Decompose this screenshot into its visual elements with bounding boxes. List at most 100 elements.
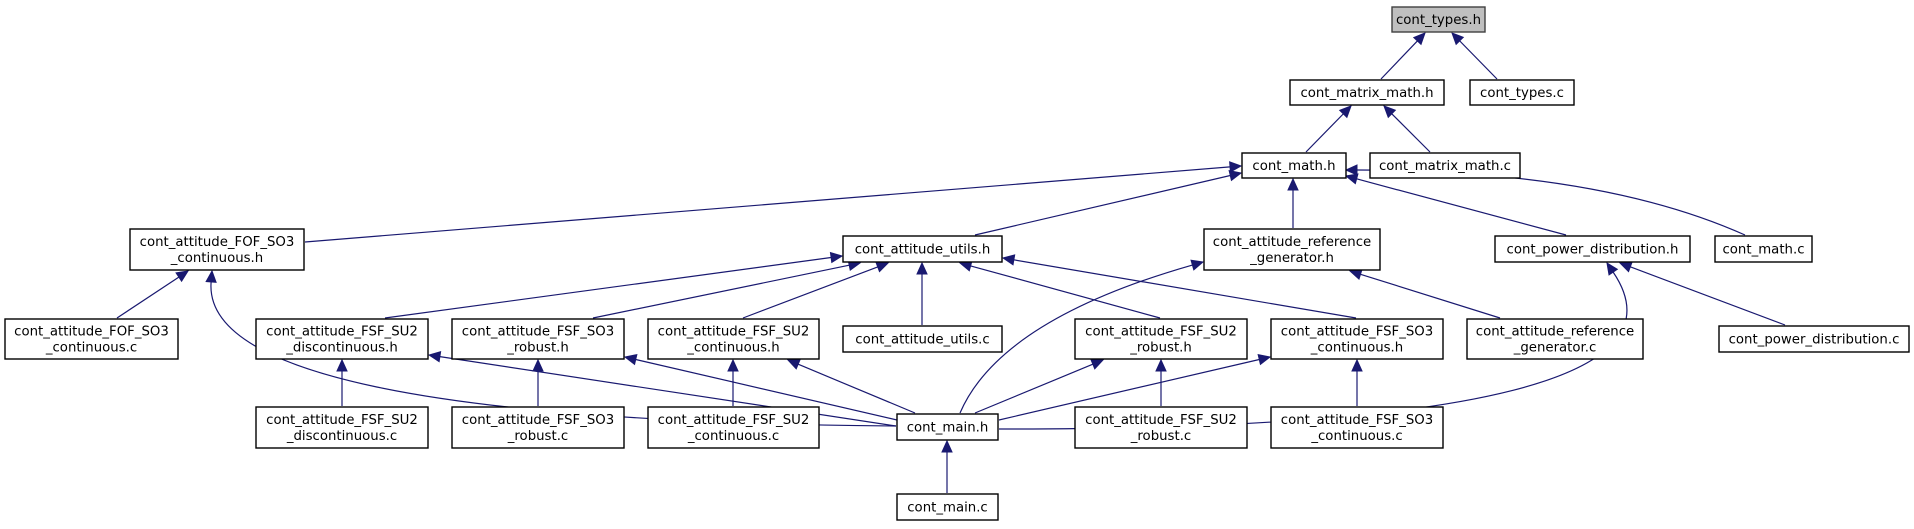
node-fsf-su2-cont-h[interactable]: cont_attitude_FSF_SU2_continuous.h [647, 318, 820, 360]
edge-cont_types_h-to-cont_types_c [1451, 32, 1498, 80]
node-fsf-su2-disc-h[interactable]: cont_attitude_FSF_SU2_discontinuous.h [255, 318, 429, 360]
node-label: cont_types.h [1396, 13, 1481, 28]
edge-line [1391, 113, 1431, 153]
node-label: cont_power_distribution.h [1507, 243, 1679, 258]
node-box[interactable] [1270, 406, 1444, 449]
edge-arrowhead [1090, 359, 1105, 370]
edge-arrowhead [175, 270, 190, 283]
edge-fof_so3_cont_h-to-fof_so3_cont_c [116, 270, 190, 319]
edge-line [439, 356, 897, 427]
node-cont-main-c[interactable]: cont_main.c [896, 493, 999, 521]
node-label: cont_main.h [907, 421, 989, 436]
node-label: cont_attitude_utils.h [855, 243, 991, 258]
node-fof-so3-cont-h[interactable]: cont_attitude_FOF_SO3_continuous.h [129, 228, 305, 271]
node-box[interactable] [842, 325, 1003, 353]
edge-line [797, 363, 916, 414]
node-cont-math-c[interactable]: cont_math.c [1714, 235, 1813, 263]
node-fsf-su2-rob-c[interactable]: cont_attitude_FSF_SU2_robust.c [1074, 406, 1248, 449]
node-label: cont_attitude_FSF_SU2 [266, 325, 418, 340]
edge-arrowhead [336, 358, 348, 372]
node-cont-types-h[interactable]: cont_types.h [1391, 6, 1486, 33]
edge-line [1013, 259, 1357, 319]
node-label: _continuous.c [687, 429, 779, 444]
edge-attitude_utils_h-to-fsf_so3_cont_h [1001, 254, 1357, 319]
edge-arrowhead [916, 261, 928, 275]
node-cont-matrix-math-c[interactable]: cont_matrix_math.c [1369, 152, 1521, 179]
edge-arrowhead [829, 251, 844, 264]
edge-cont_math_h-to-attitude_utils_h [974, 169, 1243, 236]
node-box[interactable] [1289, 79, 1445, 106]
node-box[interactable] [647, 318, 820, 360]
node-box[interactable] [896, 493, 999, 521]
edge-line [304, 166, 1231, 243]
edge-line [1356, 178, 1567, 236]
node-box[interactable] [896, 413, 999, 441]
node-cont-main-h[interactable]: cont_main.h [896, 413, 999, 441]
node-box[interactable] [1718, 325, 1910, 353]
node-box[interactable] [842, 235, 1003, 263]
node-box[interactable] [1203, 228, 1381, 271]
node-box[interactable] [1074, 406, 1248, 449]
node-cont-matrix-math-h[interactable]: cont_matrix_math.h [1289, 79, 1445, 106]
node-fsf-su2-cont-c[interactable]: cont_attitude_FSF_SU2_continuous.c [647, 406, 820, 449]
node-label: cont_main.c [907, 501, 988, 516]
node-box[interactable] [451, 406, 625, 449]
node-fsf-so3-rob-c[interactable]: cont_attitude_FSF_SO3_robust.c [451, 406, 625, 449]
node-ref-gen-c[interactable]: cont_attitude_reference_generator.c [1466, 318, 1644, 360]
node-box[interactable] [1466, 318, 1644, 360]
edge-line [1360, 273, 1501, 319]
edge-fsf_su2_cont_h-to-fsf_su2_cont_c [727, 358, 739, 406]
node-fsf-su2-rob-h[interactable]: cont_attitude_FSF_SU2_robust.h [1074, 318, 1248, 360]
edge-arrowhead [1348, 268, 1363, 280]
node-box[interactable] [1369, 152, 1521, 179]
node-power-dist-h[interactable]: cont_power_distribution.h [1494, 235, 1691, 263]
node-box[interactable] [1270, 318, 1444, 360]
node-label: cont_math.h [1252, 159, 1335, 174]
edge-cont_matrix_math_h-to-cont_matrix_math_c [1383, 105, 1431, 153]
node-cont-types-c[interactable]: cont_types.c [1469, 79, 1575, 106]
node-box[interactable] [4, 318, 179, 360]
node-fsf-so3-cont-h[interactable]: cont_attitude_FSF_SO3_continuous.h [1270, 318, 1444, 360]
edge-cont_math_h-to-fof_so3_cont_h [304, 161, 1243, 243]
node-attitude-utils-c[interactable]: cont_attitude_utils.c [842, 325, 1003, 353]
node-box[interactable] [451, 318, 625, 360]
node-cont-math-h[interactable]: cont_math.h [1241, 152, 1347, 179]
edge-arrowhead [1229, 161, 1243, 173]
node-fsf-so3-cont-c[interactable]: cont_attitude_FSF_SO3_continuous.c [1270, 406, 1444, 449]
node-attitude-utils-h[interactable]: cont_attitude_utils.h [842, 235, 1003, 263]
node-box[interactable] [1469, 79, 1575, 106]
edge-fsf_su2_disc_h-to-fsf_su2_disc_c [336, 358, 348, 406]
node-box[interactable] [1391, 6, 1486, 33]
node-box[interactable] [255, 406, 429, 449]
node-label: cont_attitude_FSF_SO3 [1281, 413, 1433, 428]
node-box[interactable] [1494, 235, 1691, 263]
edge-line [974, 174, 1231, 236]
node-label: _continuous.c [1310, 429, 1402, 444]
node-label: cont_attitude_FSF_SO3 [462, 413, 614, 428]
node-box[interactable] [255, 318, 429, 360]
node-power-dist-c[interactable]: cont_power_distribution.c [1718, 325, 1910, 353]
edge-line [116, 276, 180, 319]
node-fof-so3-cont-c[interactable]: cont_attitude_FOF_SO3_continuous.c [4, 318, 179, 360]
edge-fsf_su2_rob_h-to-fsf_su2_rob_c [1155, 358, 1167, 406]
node-fsf-so3-rob-h[interactable]: cont_attitude_FSF_SO3_robust.h [451, 318, 625, 360]
edge-line [974, 363, 1094, 414]
node-box[interactable] [1241, 152, 1347, 179]
node-box[interactable] [1714, 235, 1813, 263]
node-box[interactable] [129, 228, 305, 271]
node-label: _continuous.h [1310, 341, 1403, 356]
edge-fsf_so3_rob_h-to-fsf_so3_rob_c [532, 358, 544, 406]
node-box[interactable] [647, 406, 820, 449]
edge-arrowhead [1344, 164, 1358, 176]
node-label: cont_matrix_math.h [1300, 86, 1433, 101]
node-box[interactable] [1074, 318, 1248, 360]
node-ref-gen-h[interactable]: cont_attitude_reference_generator.h [1203, 228, 1381, 271]
edge-ref_gen_h-to-cont_main_h [959, 259, 1205, 414]
edge-power_dist_h-to-power_dist_c [1618, 261, 1786, 326]
node-fsf-su2-disc-c[interactable]: cont_attitude_FSF_SU2_discontinuous.c [255, 406, 429, 449]
edge-attitude_utils_h-to-attitude_utils_c [916, 261, 928, 325]
node-label: cont_attitude_FOF_SO3 [140, 235, 295, 250]
node-label: cont_attitude_reference [1476, 325, 1634, 340]
node-label: cont_attitude_FOF_SO3 [14, 325, 169, 340]
